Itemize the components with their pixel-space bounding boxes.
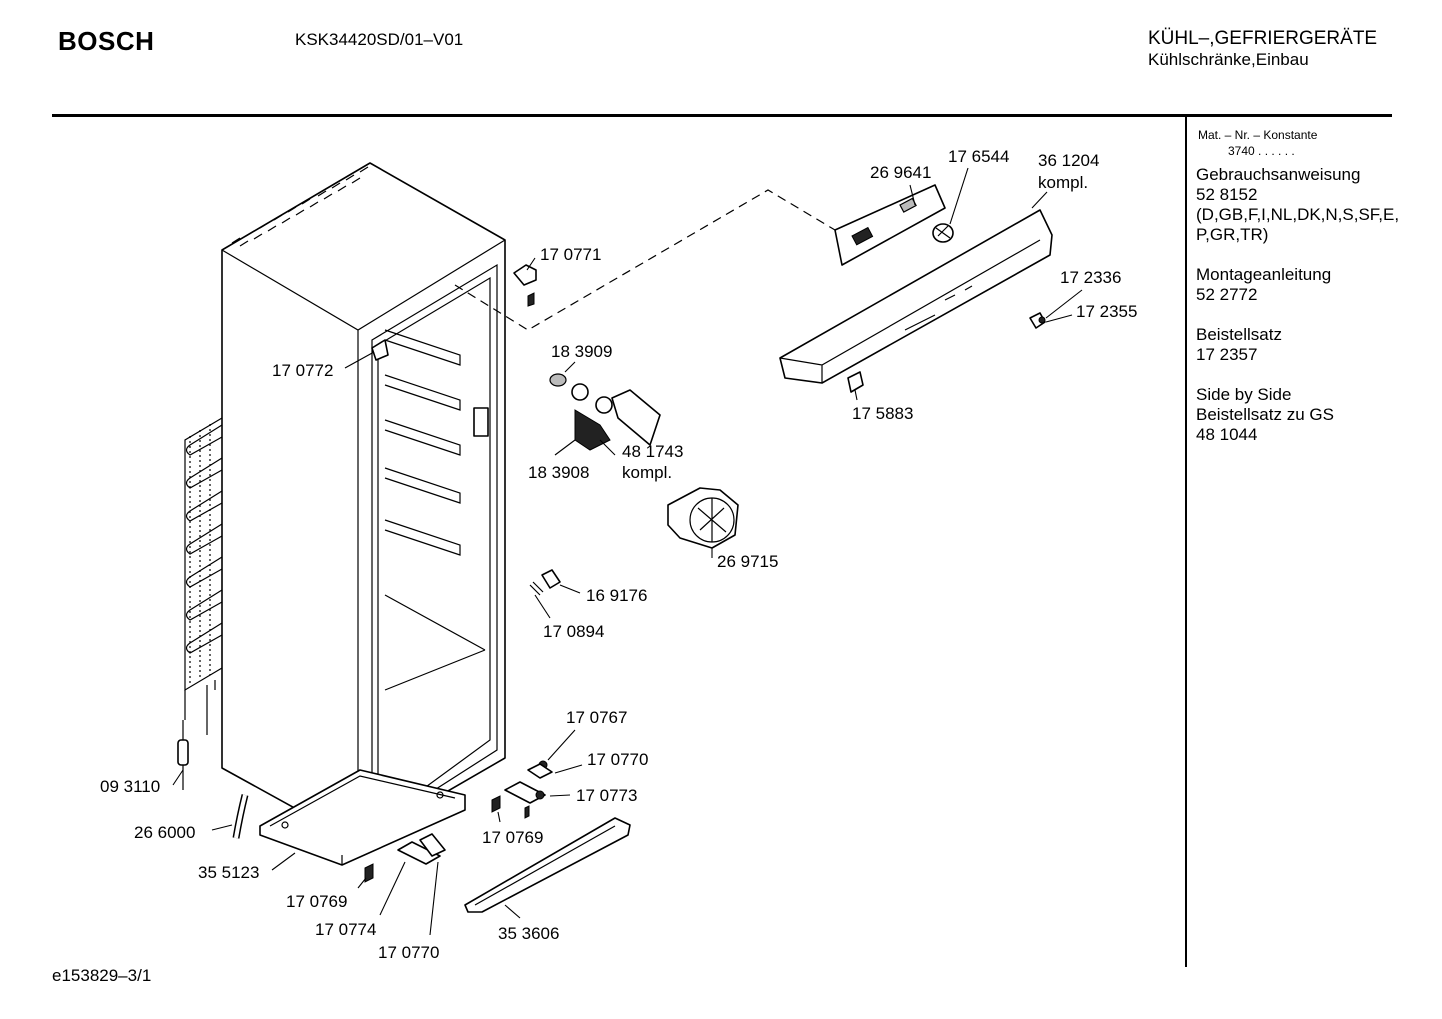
part-label-183909: 18 3909	[551, 342, 612, 361]
control-panel-assembly	[779, 209, 1053, 384]
part-label-355123: 35 5123	[198, 863, 259, 882]
part-label-170769a: 17 0769	[482, 828, 543, 847]
part-label-170771: 17 0771	[540, 245, 601, 264]
part-label-170767: 17 0767	[566, 708, 627, 727]
doc-block-line: Beistellsatz	[1196, 325, 1282, 344]
kick-plate	[464, 817, 631, 913]
doc-block-line: 48 1044	[1196, 425, 1258, 444]
doc-block-side-by-side: Side by Side Beistellsatz zu GS 48 1044	[1196, 385, 1334, 445]
bottom-hinge-parts	[364, 833, 446, 883]
doc-block-installation: Montageanleitung 52 2772	[1196, 265, 1331, 305]
part-label-172336: 17 2336	[1060, 268, 1121, 287]
light-switch-slot	[473, 407, 489, 437]
part-label-269715: 26 9715	[717, 552, 778, 571]
lower-hinge-parts	[491, 760, 553, 819]
part-label-170770b: 17 0770	[378, 943, 439, 962]
cabinet	[221, 162, 506, 866]
part-label-175883: 17 5883	[852, 404, 913, 423]
doc-block-line: Beistellsatz zu GS	[1196, 405, 1334, 424]
drain-capillary	[177, 720, 189, 790]
part-label-170770a: 17 0770	[587, 750, 648, 769]
part-label-266000: 26 6000	[134, 823, 195, 842]
part-labels: 17 0771 17 0772 26 9641 17 6544 36 1204 …	[100, 147, 1137, 962]
part-label-169176: 16 9176	[586, 586, 647, 605]
mat-nr-value: 3740 . . . . . .	[1228, 144, 1295, 158]
part-label-170772: 17 0772	[272, 361, 333, 380]
lamp-assembly	[549, 373, 661, 451]
brand-logo: BOSCH	[58, 26, 155, 56]
panel-button	[847, 371, 864, 393]
part-label-353606: 35 3606	[498, 924, 559, 943]
part-label-170894: 17 0894	[543, 622, 604, 641]
part-label-269641: 26 9641	[870, 163, 931, 182]
leader-lines	[172, 167, 1083, 936]
part-label-481743: 48 1743	[622, 442, 683, 461]
part-label-172355: 17 2355	[1076, 302, 1137, 321]
part-label-170774: 17 0774	[315, 920, 376, 939]
hinge-part	[371, 339, 389, 361]
hinge-bracket	[513, 264, 537, 307]
panel-clip	[1029, 312, 1046, 329]
doc-block-line: P,GR,TR)	[1196, 225, 1269, 244]
part-label-361204-sub: kompl.	[1038, 173, 1088, 192]
fan-unit	[667, 487, 739, 549]
assembly-dashed-line	[454, 189, 836, 331]
doc-block-line: 52 2772	[1196, 285, 1258, 304]
doc-block-beistellsatz: Beistellsatz 17 2357	[1196, 325, 1282, 365]
header-rule	[52, 114, 1392, 117]
drain-hose	[232, 794, 249, 839]
part-label-361204: 36 1204	[1038, 151, 1099, 170]
doc-block-line: Gebrauchsanweisung	[1196, 165, 1361, 184]
sidebar-divider	[1185, 117, 1187, 967]
mat-nr-title: Mat. – Nr. – Konstante	[1198, 128, 1318, 142]
category-title: KÜHL–,GEFRIERGERÄTE	[1148, 28, 1378, 49]
part-label-170769b: 17 0769	[286, 892, 347, 911]
doc-block-line: Montageanleitung	[1196, 265, 1332, 284]
doc-block-line: 17 2357	[1196, 345, 1258, 364]
drawing-code: e153829–3/1	[52, 966, 152, 985]
control-board	[834, 184, 946, 266]
part-label-170773: 17 0773	[576, 786, 637, 805]
doc-block-line: (D,GB,F,I,NL,DK,N,S,SF,E,	[1196, 205, 1400, 224]
part-label-481743-sub: kompl.	[622, 463, 672, 482]
doc-block-line: Side by Side	[1196, 385, 1292, 404]
part-label-093110: 09 3110	[100, 777, 160, 796]
exploded-parts-diagram: 17 0771 17 0772 26 9641 17 6544 36 1204 …	[100, 147, 1137, 962]
part-label-176544: 17 6544	[948, 147, 1009, 166]
thermostat-knob	[932, 223, 954, 243]
model-number: KSK34420SD/01–V01	[295, 30, 464, 49]
door-switch	[529, 569, 561, 596]
doc-block-line: 52 8152	[1196, 185, 1258, 204]
condenser-coil	[184, 417, 223, 735]
category-subtitle: Kühlschränke,Einbau	[1148, 50, 1309, 69]
part-label-183908: 18 3908	[528, 463, 589, 482]
doc-block-manual: Gebrauchsanweisung 52 8152 (D,GB,F,I,NL,…	[1196, 165, 1399, 245]
